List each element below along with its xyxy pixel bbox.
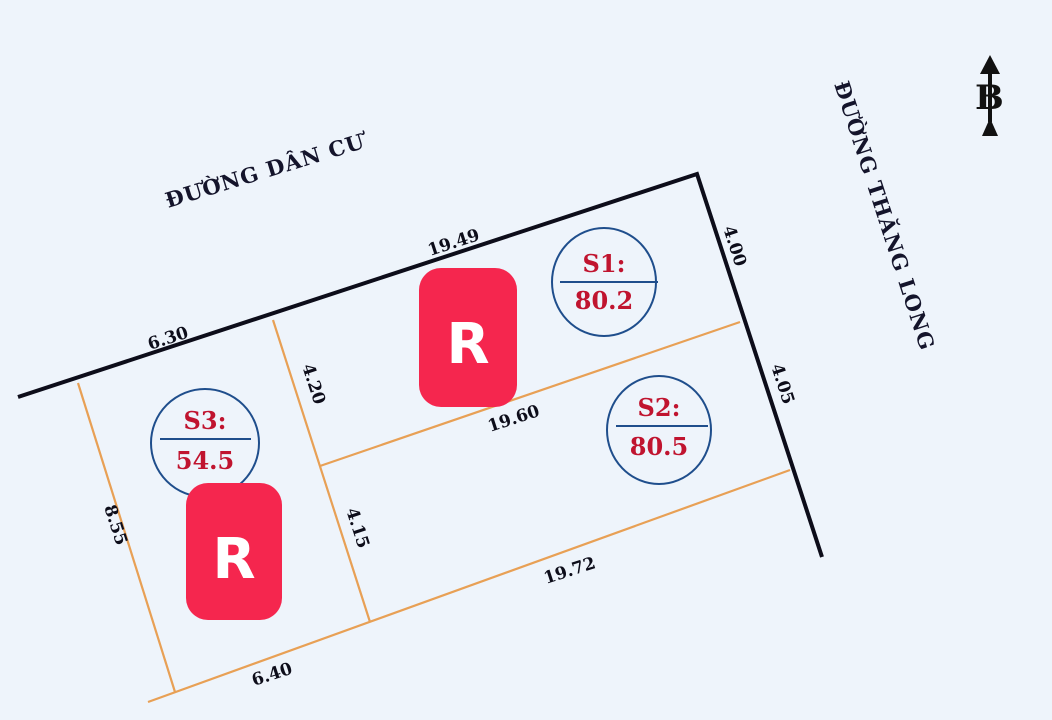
lot-boundaries [76,319,791,704]
lot-s1: S1: 80.2 [551,227,658,337]
lot-s2-area: 80.5 [630,432,688,461]
road-boundary [17,171,824,558]
north-arrow-icon: B [975,55,1004,136]
lot-s2: S2: 80.5 [606,375,712,485]
lot-s3-label: S3: [184,406,227,435]
r-marker-icon: R [186,483,282,620]
r-marker-icon: R [419,268,517,407]
r-marker-label: R [446,312,489,377]
road-label-top: ĐƯỜNG DÂN CƯ [162,127,371,213]
dim-bottom-divider: 19.72 [541,553,598,588]
r-marker-label: R [212,527,255,592]
dim-inner-upper: 4.20 [297,361,329,407]
lot-s1-label: S1: [583,249,626,278]
road-label-right: ĐƯỜNG THĂNG LONG [829,78,940,354]
dim-left: 8.55 [99,502,131,548]
lot-s1-area: 80.2 [575,286,633,315]
dim-top-short: 6.30 [145,323,191,355]
lot-s3-area: 54.5 [176,446,234,475]
compass-label: B [975,78,1004,118]
lot-s2-label: S2: [638,393,681,422]
lot-s3: S3: 54.5 [150,388,260,498]
dim-right-top: 4.00 [718,223,750,269]
